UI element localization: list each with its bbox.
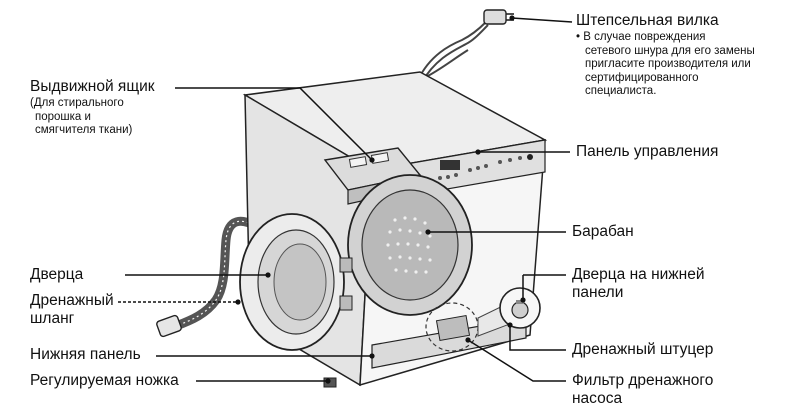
leader-lines bbox=[118, 17, 573, 382]
label-drain-hose: Дренажный шланг bbox=[30, 292, 114, 328]
label-drum: Барабан bbox=[572, 223, 634, 240]
note-drawer: (Для стирального порошка и смягчителя тк… bbox=[30, 97, 133, 137]
plug-icon bbox=[483, 9, 514, 25]
power-cord bbox=[417, 21, 489, 83]
leader-dots bbox=[235, 15, 526, 384]
label-drain-nozzle: Дренажный штуцер bbox=[572, 341, 714, 358]
drain-nozzle-icon bbox=[511, 301, 529, 319]
label-lower-door: Дверца на нижней панели bbox=[572, 266, 705, 302]
door-hinge bbox=[339, 257, 353, 273]
label-lower-panel: Нижняя панель bbox=[30, 346, 141, 363]
label-control-panel: Панель управления bbox=[576, 143, 719, 160]
label-pump-filter: Фильтр дренажного насоса bbox=[572, 372, 714, 408]
drain-hose-ribs bbox=[175, 220, 263, 327]
hose-end bbox=[156, 314, 182, 338]
filter-door bbox=[435, 314, 471, 342]
drum bbox=[361, 189, 459, 301]
label-adjustable-foot: Регулируемая ножка bbox=[30, 372, 179, 389]
label-door: Дверца bbox=[30, 266, 84, 283]
label-plug: Штепсельная вилка bbox=[576, 12, 719, 29]
label-drawer: Выдвижной ящик bbox=[30, 78, 155, 95]
drum-holes bbox=[386, 216, 432, 274]
note-plug: • В случае повреждения сетевого шнура дл… bbox=[576, 31, 755, 98]
